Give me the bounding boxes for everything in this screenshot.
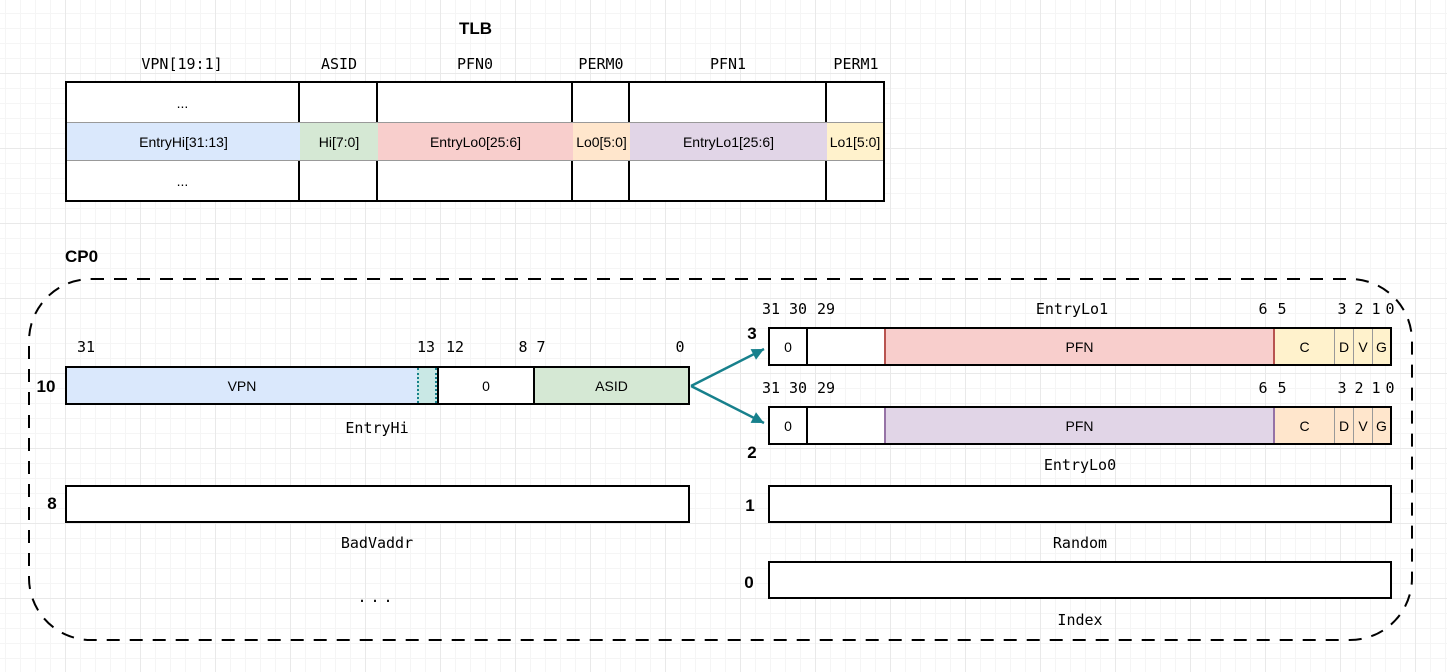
bit-label: 0 bbox=[1385, 379, 1395, 397]
tlb-entrylo0-cell: EntryLo0[25:6] bbox=[378, 123, 573, 160]
tlb-header-pfn0: PFN0 bbox=[456, 55, 494, 73]
entrylo1-label: EntryLo1 bbox=[1035, 300, 1109, 318]
bit-label: 7 bbox=[536, 338, 546, 356]
entrylo0-blank-field bbox=[808, 408, 884, 443]
entrylo0-v-field: V bbox=[1354, 408, 1373, 443]
entryhi-label: EntryHi bbox=[345, 419, 409, 437]
bit-label: 5 bbox=[1277, 379, 1287, 397]
tlb-cell bbox=[630, 83, 827, 122]
tlb-cell bbox=[573, 161, 630, 200]
bit-label: 31 bbox=[761, 300, 781, 318]
entrylo1-d-field: D bbox=[1335, 329, 1354, 364]
tlb-title: TLB bbox=[459, 19, 493, 38]
index-label: Index bbox=[1057, 611, 1103, 629]
tlb-cell bbox=[378, 83, 573, 122]
reg-number-2: 2 bbox=[747, 443, 757, 462]
tlb-entrylo1-cell: EntryLo1[25:6] bbox=[630, 123, 827, 160]
random-register bbox=[768, 485, 1392, 523]
tlb-header-perm0: PERM0 bbox=[578, 55, 624, 73]
entrylo0-register: 0 PFN C D V G bbox=[768, 406, 1392, 445]
bit-label: 1 bbox=[1371, 300, 1381, 318]
bit-label: 12 bbox=[445, 338, 465, 356]
tlb-row-bottom: ... bbox=[67, 161, 883, 200]
entryhi-vpn-field: VPN bbox=[67, 368, 417, 403]
bit-label: 0 bbox=[675, 338, 685, 356]
reg-number-8: 8 bbox=[47, 494, 57, 513]
entryhi-vpn-lowbit-highlight bbox=[417, 368, 437, 403]
bit-label: 6 bbox=[1258, 300, 1268, 318]
tlb-row-top: ... bbox=[67, 83, 883, 122]
badvaddr-register bbox=[65, 485, 690, 523]
bit-label: 2 bbox=[1354, 300, 1364, 318]
reg-number-10: 10 bbox=[36, 377, 56, 396]
tlb-cell bbox=[630, 161, 827, 200]
bit-label: 30 bbox=[788, 300, 808, 318]
tlb-cell bbox=[827, 161, 883, 200]
tlb-cell bbox=[300, 161, 378, 200]
tlb-cell bbox=[378, 161, 573, 200]
entrylo1-pfn-field: PFN bbox=[884, 329, 1275, 364]
bit-label: 8 bbox=[518, 338, 528, 356]
entryhi-register: VPN 0 ASID bbox=[65, 366, 690, 405]
tlb-cell: ... bbox=[67, 83, 300, 122]
entrylo1-blank-field bbox=[808, 329, 884, 364]
bit-label: 0 bbox=[1385, 300, 1395, 318]
entrylo0-zero-field: 0 bbox=[770, 408, 808, 443]
bit-label: 5 bbox=[1277, 300, 1287, 318]
bit-label: 3 bbox=[1337, 300, 1347, 318]
entrylo1-c-field: C bbox=[1275, 329, 1335, 364]
entrylo1-g-field: G bbox=[1373, 329, 1390, 364]
entrylo0-label: EntryLo0 bbox=[1043, 456, 1117, 474]
reg-number-0: 0 bbox=[744, 573, 754, 592]
tlb-hi-cell: Hi[7:0] bbox=[300, 123, 378, 160]
entrylo0-pfn-field: PFN bbox=[884, 408, 1275, 443]
entrylo0-g-field: G bbox=[1373, 408, 1390, 443]
bit-label: 29 bbox=[816, 300, 836, 318]
tlb-entryhi-cell: EntryHi[31:13] bbox=[67, 123, 300, 160]
bit-label: 3 bbox=[1337, 379, 1347, 397]
tlb-entry-row: EntryHi[31:13] Hi[7:0] EntryLo0[25:6] Lo… bbox=[67, 122, 883, 161]
tlb-header-perm1: PERM1 bbox=[833, 55, 879, 73]
entrylo1-register: 0 PFN C D V G bbox=[768, 327, 1392, 366]
index-register bbox=[768, 561, 1392, 599]
bit-label: 31 bbox=[76, 338, 96, 356]
tlb-table: ... EntryHi[31:13] Hi[7:0] EntryLo0[25:6… bbox=[65, 81, 885, 202]
bit-label: 1 bbox=[1371, 379, 1381, 397]
badvaddr-label: BadVaddr bbox=[340, 534, 414, 552]
tlb-lo0-cell: Lo0[5:0] bbox=[573, 123, 630, 160]
random-label: Random bbox=[1052, 534, 1108, 552]
entrylo1-zero-field: 0 bbox=[770, 329, 808, 364]
entrylo0-c-field: C bbox=[1275, 408, 1335, 443]
entrylo0-d-field: D bbox=[1335, 408, 1354, 443]
bit-label: 6 bbox=[1258, 379, 1268, 397]
bit-label: 13 bbox=[416, 338, 436, 356]
bit-label: 30 bbox=[788, 379, 808, 397]
tlb-lo1-cell: Lo1[5:0] bbox=[827, 123, 883, 160]
cp0-title: CP0 bbox=[65, 247, 99, 266]
reg-number-1: 1 bbox=[745, 496, 755, 515]
tlb-header-vpn: VPN[19:1] bbox=[141, 55, 223, 73]
entrylo1-v-field: V bbox=[1354, 329, 1373, 364]
tlb-cell bbox=[573, 83, 630, 122]
cp0-ellipsis: ... bbox=[357, 588, 397, 606]
reg-number-3: 3 bbox=[747, 324, 757, 343]
tlb-cell bbox=[300, 83, 378, 122]
tlb-header-pfn1: PFN1 bbox=[709, 55, 747, 73]
tlb-cell bbox=[827, 83, 883, 122]
bit-label: 29 bbox=[816, 379, 836, 397]
tlb-cell: ... bbox=[67, 161, 300, 200]
bit-label: 31 bbox=[761, 379, 781, 397]
bit-label: 2 bbox=[1354, 379, 1364, 397]
entryhi-zero-field: 0 bbox=[437, 368, 533, 403]
tlb-header-asid: ASID bbox=[320, 55, 358, 73]
entryhi-asid-field: ASID bbox=[533, 368, 688, 403]
